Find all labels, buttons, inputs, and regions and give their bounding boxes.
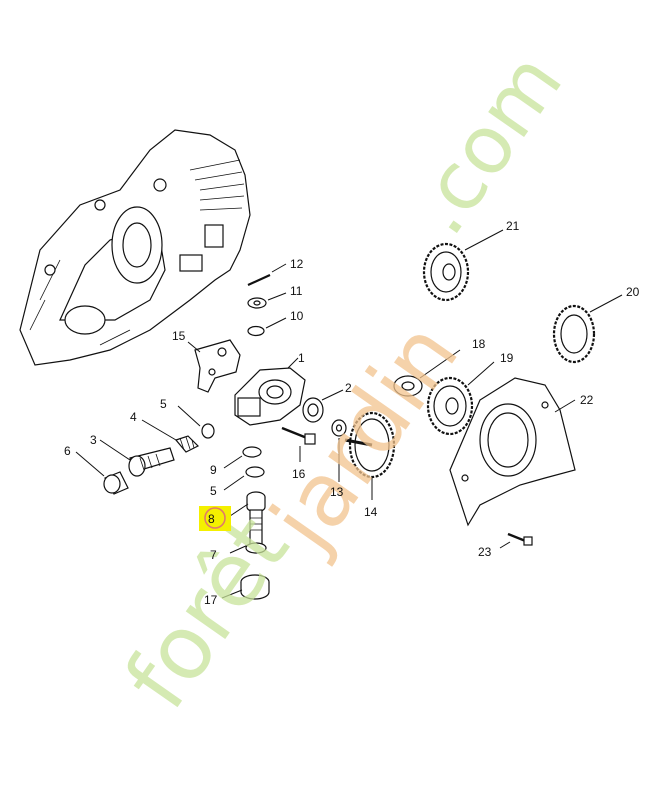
callout-6[interactable]: 6 — [64, 444, 71, 458]
callout-23[interactable]: 23 — [478, 545, 492, 559]
callout-17[interactable]: 17 — [204, 593, 218, 607]
callout-1[interactable]: 1 — [298, 351, 305, 365]
part-20-gear — [552, 294, 623, 364]
part-13-washer — [331, 419, 347, 482]
callout-4[interactable]: 4 — [130, 410, 137, 424]
callout-7[interactable]: 7 — [210, 548, 217, 562]
callout-14[interactable]: 14 — [364, 505, 378, 519]
watermark-text-foret: forêt — [105, 498, 309, 727]
callout-13[interactable]: 13 — [330, 485, 344, 499]
part-12-pin — [247, 263, 287, 287]
part-7-shaft — [229, 509, 267, 554]
part-10-washer — [247, 317, 287, 337]
callout-22[interactable]: 22 — [580, 393, 594, 407]
callout-3[interactable]: 3 — [90, 433, 97, 447]
part-6-plug — [75, 451, 129, 495]
watermark-text-jardin: jardin — [250, 304, 478, 569]
callout-labels: 1 2 3 4 5 5 6 7 8 9 10 11 12 13 14 15 16… — [64, 219, 640, 607]
callout-5-lower[interactable]: 5 — [210, 484, 217, 498]
part-5-oring-lower — [223, 466, 265, 491]
part-5-oring-upper — [177, 405, 215, 439]
part-19-gear — [426, 361, 495, 436]
watermark-text-com: .com — [391, 37, 580, 251]
part-14-worm-gear — [344, 411, 396, 500]
crankcase-housing — [19, 129, 251, 366]
callout-2[interactable]: 2 — [345, 381, 352, 395]
part-9-oring — [223, 446, 262, 469]
part-21-gear — [422, 229, 504, 302]
callout-8[interactable]: 8 — [208, 512, 215, 526]
part-22-cover-plate — [449, 377, 576, 527]
callout-19[interactable]: 19 — [500, 351, 514, 365]
part-11-washer — [247, 292, 287, 309]
part-15-bracket — [187, 339, 241, 393]
callout-21[interactable]: 21 — [506, 219, 520, 233]
part-23-screw — [499, 532, 533, 549]
part-2-sleeve — [302, 389, 344, 423]
part-3-plunger — [99, 439, 175, 477]
callout-18[interactable]: 18 — [472, 337, 486, 351]
callout-20[interactable]: 20 — [626, 285, 640, 299]
part-8-bushing — [229, 491, 266, 517]
part-17-sleeve — [221, 574, 270, 600]
callout-10[interactable]: 10 — [290, 309, 304, 323]
callout-9[interactable]: 9 — [210, 463, 217, 477]
highlight-part-8 — [199, 506, 231, 531]
part-16-screw — [281, 426, 316, 462]
part-1-pump-body — [234, 357, 306, 426]
callout-16[interactable]: 16 — [292, 467, 306, 481]
part-4-spring — [141, 419, 200, 453]
callout-11[interactable]: 11 — [290, 284, 303, 298]
callout-12[interactable]: 12 — [290, 257, 304, 271]
callout-5-upper[interactable]: 5 — [160, 397, 167, 411]
part-18-washer — [393, 349, 461, 397]
callout-15[interactable]: 15 — [172, 329, 186, 343]
